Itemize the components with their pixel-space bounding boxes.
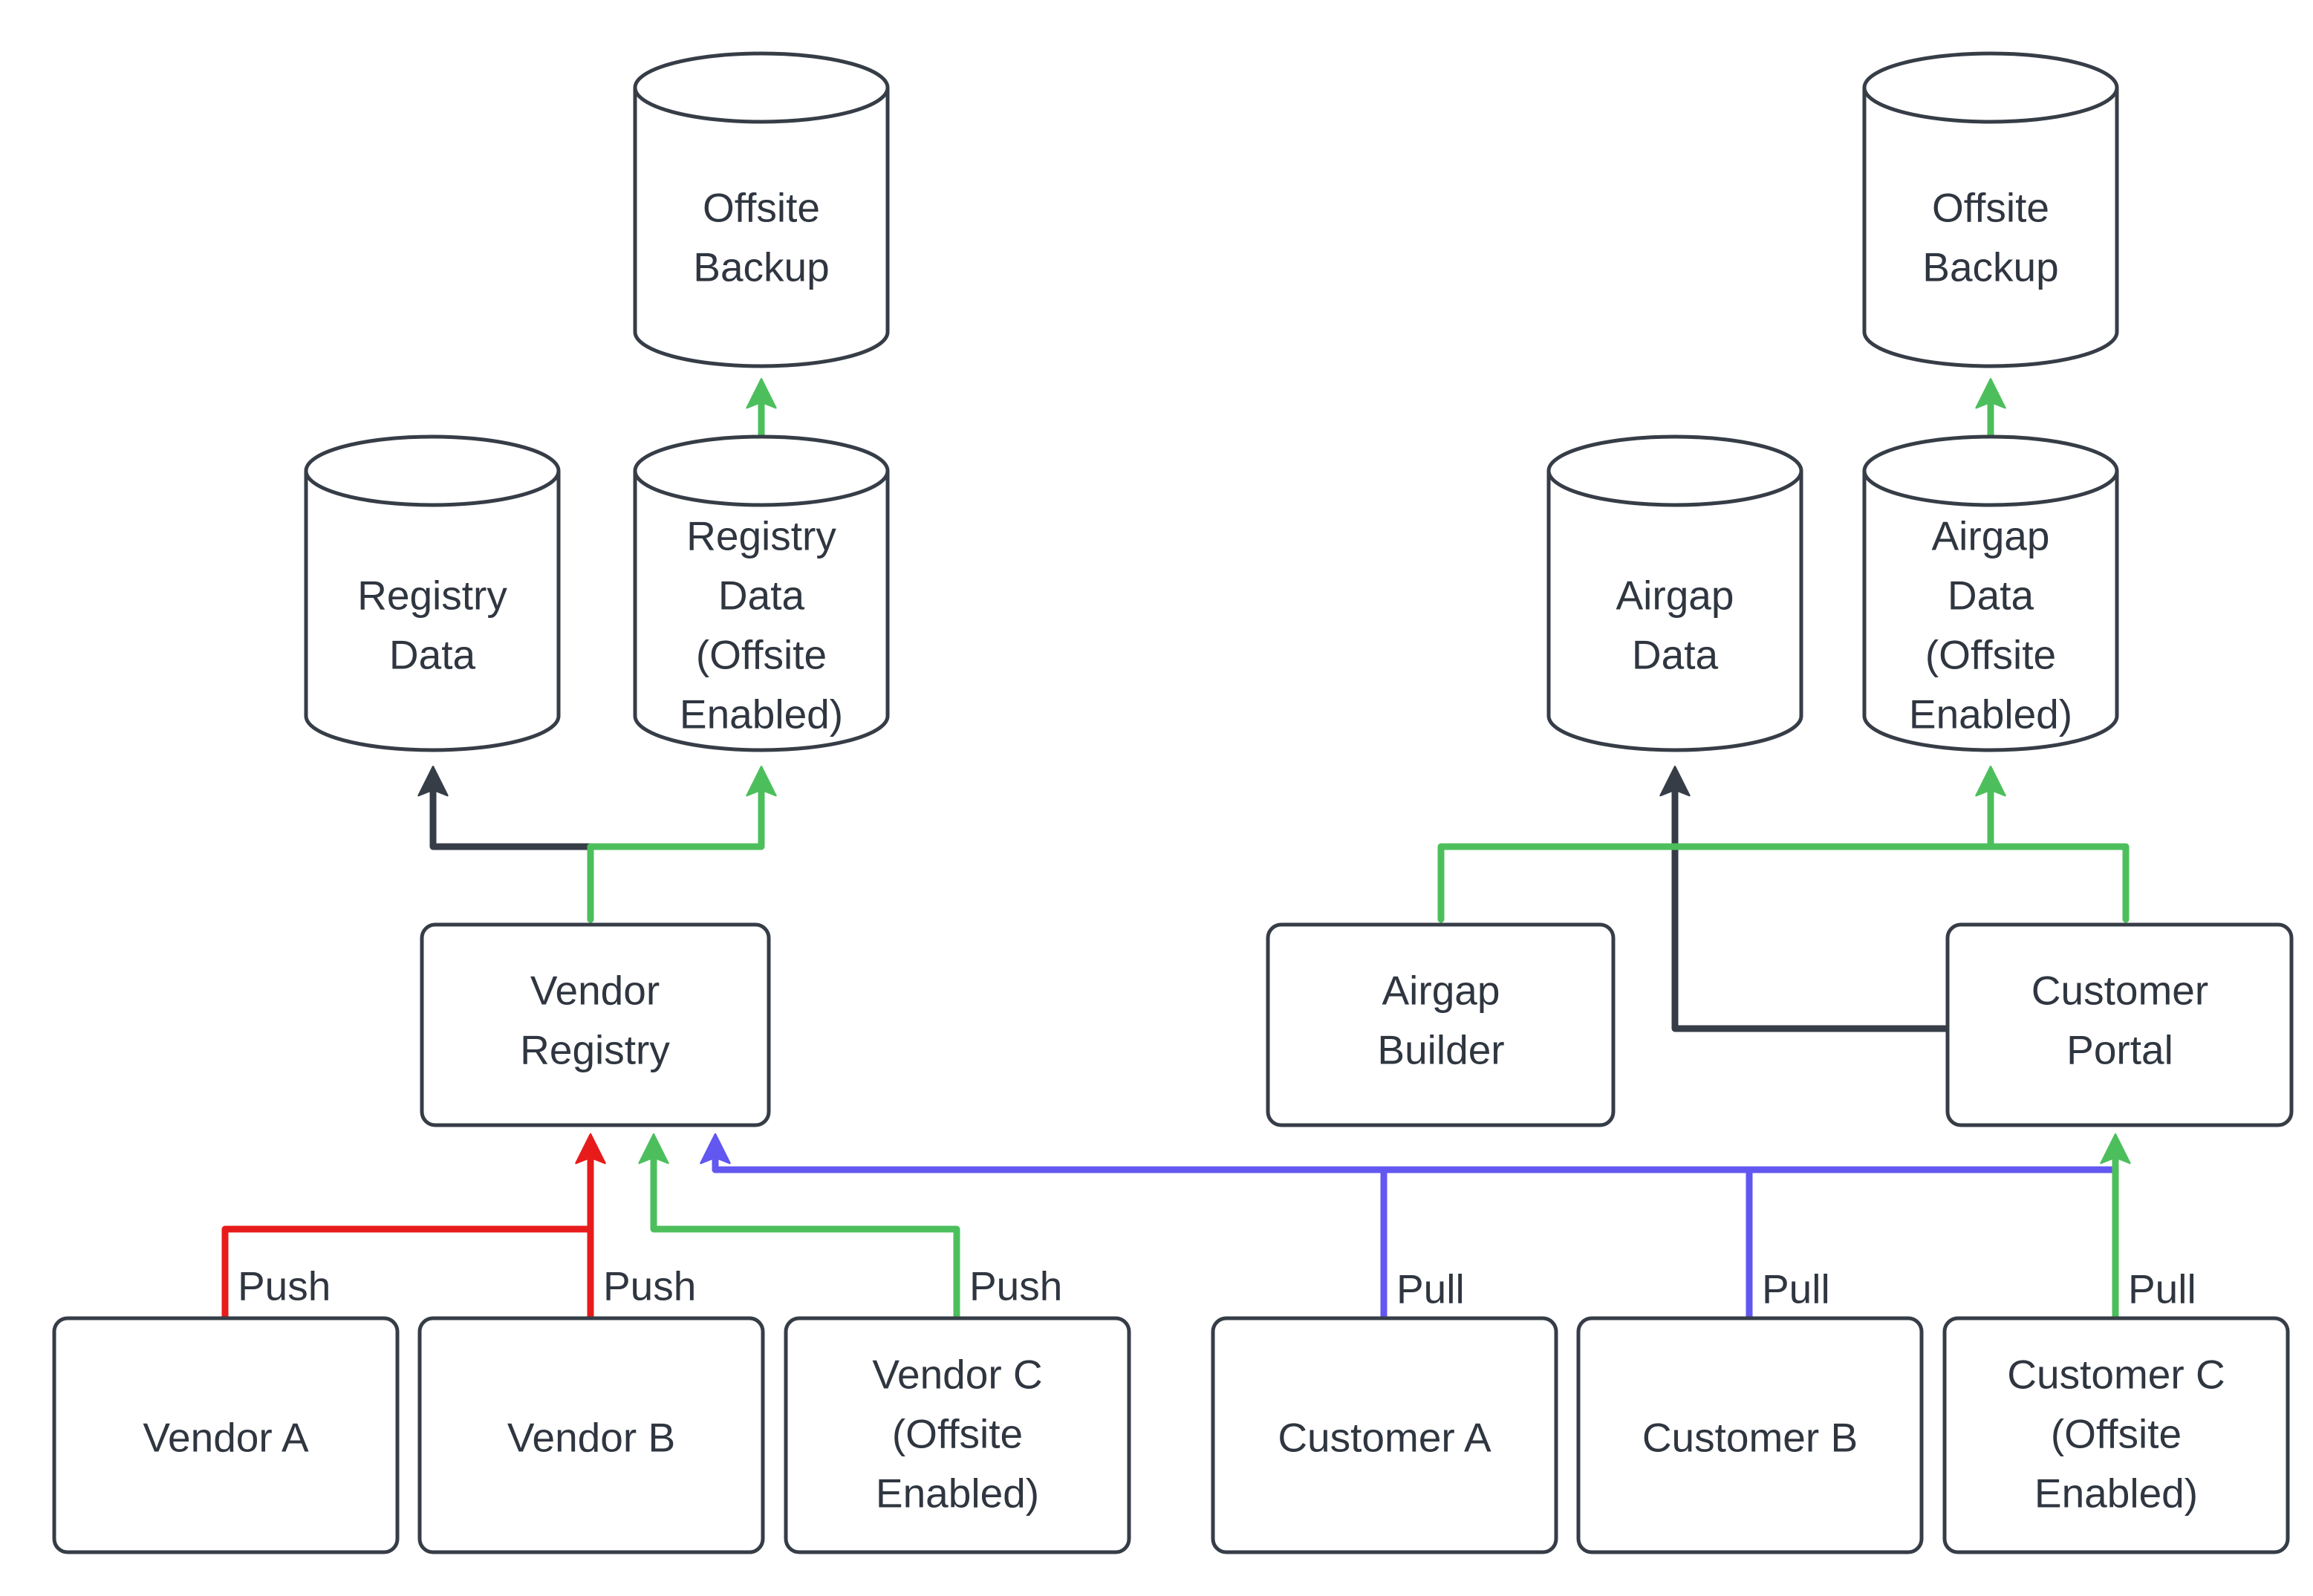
node-label-line2: Backup <box>1922 244 2058 290</box>
box-shape <box>1211 1316 1558 1554</box>
node-label-line1: Customer C <box>2007 1352 2225 1398</box>
node-label-line2: Registry <box>520 1027 670 1073</box>
box-shape <box>1576 1316 1924 1554</box>
node-label-line1: Airgap <box>1932 513 2050 559</box>
node-vendor-b[interactable]: Vendor B <box>417 1316 765 1554</box>
node-label-line1: Customer B <box>1642 1415 1858 1461</box>
node-label-line2: Data <box>389 632 476 678</box>
node-label-line2: Portal <box>2066 1027 2173 1073</box>
node-label-line2: Data <box>1948 573 2034 619</box>
node-label-line3: Enabled) <box>2034 1470 2198 1517</box>
node-vendor-c[interactable]: Vendor C (Offsite Enabled) <box>784 1316 1131 1554</box>
node-label-line3: Enabled) <box>876 1470 1039 1517</box>
node-label-line1: Vendor C <box>872 1352 1042 1398</box>
edge-label-vendor-b-push: Push <box>603 1263 696 1309</box>
node-label-line3: (Offsite <box>696 632 827 678</box>
edge-customer-portal-to-airgap-offsite <box>1975 766 2130 923</box>
node-label-line1: Registry <box>686 513 836 559</box>
node-customer-portal[interactable]: Customer Portal <box>1945 922 2294 1127</box>
box-shape <box>1942 1316 2290 1554</box>
node-registry-data[interactable]: Registry Data <box>304 434 561 752</box>
node-offsite-backup-left[interactable]: Offsite Backup <box>633 51 890 368</box>
cylinder-shape <box>1546 434 1803 752</box>
box-shape <box>420 922 771 1127</box>
node-label-line1: Airgap <box>1616 573 1734 619</box>
node-label-line2: Data <box>718 573 805 619</box>
edge-customer-portal-to-airgap-data <box>1659 766 1951 1032</box>
node-offsite-backup-right[interactable]: Offsite Backup <box>1862 51 2119 368</box>
node-label-line2: Builder <box>1377 1027 1504 1073</box>
node-label-line1: Vendor B <box>507 1415 675 1461</box>
node-customer-b[interactable]: Customer B <box>1576 1316 1924 1554</box>
edge-label-customer-c-pull: Pull <box>2128 1266 2196 1312</box>
edge-vendor-registry-to-registry-data <box>417 766 594 923</box>
edge-airgap-builder-to-airgap-offsite <box>1437 766 2006 923</box>
node-label-line4: Enabled) <box>1909 691 2072 737</box>
box-shape <box>1945 922 2294 1127</box>
edge-label-vendor-a-push: Push <box>238 1263 331 1309</box>
node-label-line1: Vendor A <box>143 1415 309 1461</box>
node-label-line2: Backup <box>693 244 829 290</box>
node-customer-c[interactable]: Customer C (Offsite Enabled) <box>1942 1316 2290 1554</box>
box-shape <box>52 1316 400 1554</box>
cylinder-shape <box>633 434 890 752</box>
node-label-line1: Customer A <box>1278 1415 1491 1461</box>
cylinder-shape <box>304 434 561 752</box>
node-registry-data-offsite[interactable]: Registry Data (Offsite Enabled) <box>633 434 890 752</box>
node-label-line3: (Offsite <box>1925 632 2056 678</box>
node-label-line2: Data <box>1632 632 1719 678</box>
node-airgap-data[interactable]: Airgap Data <box>1546 434 1803 752</box>
node-airgap-builder[interactable]: Airgap Builder <box>1266 922 1616 1127</box>
node-label-line1: Offsite <box>1932 185 2049 231</box>
edge-label-vendor-c-push: Push <box>969 1263 1062 1309</box>
node-vendor-a[interactable]: Vendor A <box>52 1316 400 1554</box>
node-label-line2: (Offsite <box>2051 1411 2182 1457</box>
node-label-line4: Enabled) <box>680 691 843 737</box>
cylinder-shape <box>1862 51 2119 368</box>
node-customer-a[interactable]: Customer A <box>1211 1316 1558 1554</box>
node-label-line1: Vendor <box>530 968 660 1014</box>
node-label-line1: Registry <box>357 573 507 619</box>
node-airgap-data-offsite[interactable]: Airgap Data (Offsite Enabled) <box>1862 434 2119 752</box>
box-shape <box>417 1316 765 1554</box>
box-shape <box>784 1316 1131 1554</box>
cylinder-shape <box>1862 434 2119 752</box>
box-shape <box>1266 922 1616 1127</box>
node-label-line1: Customer <box>2031 968 2208 1014</box>
node-vendor-registry[interactable]: Vendor Registry <box>420 922 771 1127</box>
node-label-line2: (Offsite <box>892 1411 1023 1457</box>
node-label-line1: Offsite <box>703 185 820 231</box>
edge-vendor-registry-to-registry-offsite <box>587 766 777 923</box>
edge-vendor-c-push <box>638 1133 960 1322</box>
node-label-line1: Airgap <box>1382 968 1500 1014</box>
edge-label-customer-a-pull: Pull <box>1396 1266 1465 1312</box>
cylinder-shape <box>633 51 890 368</box>
edge-label-customer-b-pull: Pull <box>1762 1266 1830 1312</box>
